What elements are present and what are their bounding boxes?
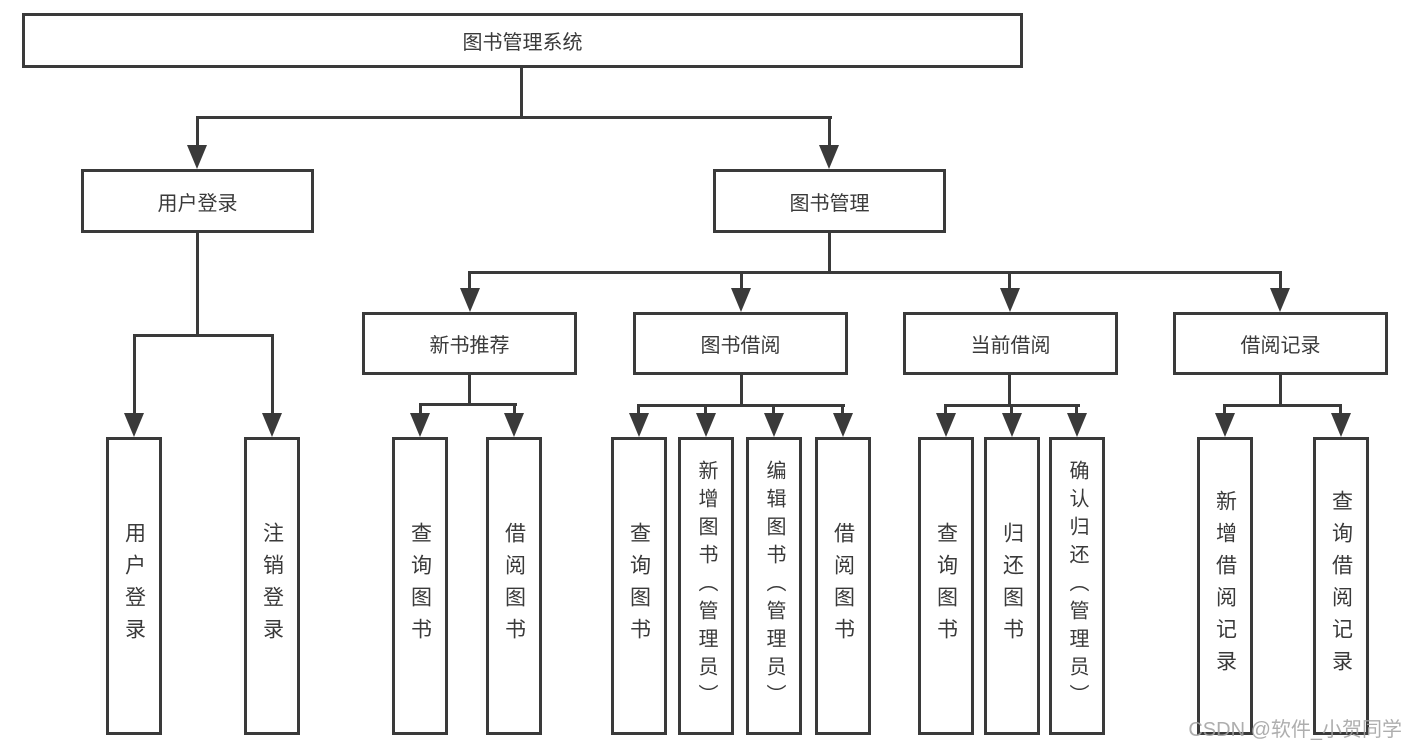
node-leaf-borrow-books-recommend: 借阅图书 [486,437,542,735]
connector-vline [1339,404,1342,417]
connector-vline [468,271,471,291]
arrowhead-down-icon [1000,288,1020,312]
node-leaf-logout: 注销登录 [244,437,300,735]
connector-vline [520,68,523,119]
node-label: 图书借阅 [700,335,781,357]
node-label: 查询借阅记录 [1329,490,1353,682]
connector-vline [1075,404,1078,417]
node-book-management: 图书管理 [713,169,946,233]
connector-vline [944,404,947,417]
node-label: 用户登录 [122,522,146,650]
node-label: 归还图书 [1000,522,1024,650]
node-label: 注销登录 [260,522,284,650]
connector-vline [196,233,199,336]
arrowhead-down-icon [936,413,956,437]
connector-vline [1223,404,1226,417]
connector-vline [1279,375,1282,406]
arrowhead-down-icon [187,145,207,169]
connector-vline [419,403,422,417]
node-label: 图书管理 [789,192,870,215]
node-leaf-query-borrow-record: 查询借阅记录 [1313,437,1369,735]
node-label: 编辑图书（管理员） [763,460,785,712]
arrowhead-down-icon [764,413,784,437]
connector-vline [704,404,707,417]
node-label: 确认归还（管理员） [1066,460,1088,712]
connector-hline [196,116,832,119]
node-leaf-add-books-admin: 新增图书（管理员） [678,437,734,735]
node-leaf-confirm-return-admin: 确认归还（管理员） [1049,437,1105,735]
arrowhead-down-icon [460,288,480,312]
node-label: 当前借阅 [970,335,1051,357]
arrowhead-down-icon [629,413,649,437]
connector-hline [468,271,1282,274]
arrowhead-down-icon [1215,413,1235,437]
connector-vline [468,375,471,406]
arrowhead-down-icon [819,145,839,169]
arrowhead-down-icon [262,413,282,437]
watermark: CSDN @软件_小贺同学 [1188,719,1402,741]
node-leaf-query-books-recommend: 查询图书 [392,437,448,735]
connector-vline [740,375,743,406]
node-label: 查询图书 [408,522,432,650]
node-borrow-record: 借阅记录 [1173,312,1388,375]
arrowhead-down-icon [1002,413,1022,437]
node-label: 查询图书 [627,522,651,650]
connector-vline [828,233,831,274]
arrowhead-down-icon [696,413,716,437]
arrowhead-down-icon [1270,288,1290,312]
connector-hline [637,404,845,407]
arrowhead-down-icon [1331,413,1351,437]
node-leaf-borrow-books: 借阅图书 [815,437,871,735]
node-label: 新增图书（管理员） [695,460,717,712]
connector-vline [513,403,516,417]
arrowhead-down-icon [124,413,144,437]
node-user-login: 用户登录 [81,169,314,233]
connector-vline [271,334,274,416]
connector-vline [841,404,844,417]
connector-vline [1010,404,1013,417]
node-leaf-return-books: 归还图书 [984,437,1040,735]
connector-vline [1008,375,1011,406]
arrowhead-down-icon [410,413,430,437]
node-new-book-recommend: 新书推荐 [362,312,577,375]
node-label: 用户登录 [157,192,238,215]
node-leaf-add-borrow-record: 新增借阅记录 [1197,437,1253,735]
arrowhead-down-icon [833,413,853,437]
connector-hline [419,403,517,406]
connector-vline [1279,271,1282,291]
node-label: 借阅图书 [502,522,526,650]
arrowhead-down-icon [731,288,751,312]
node-book-borrow: 图书借阅 [633,312,848,375]
node-library-system: 图书管理系统 [22,13,1023,68]
connector-vline [772,404,775,417]
node-label: 借阅图书 [831,522,855,650]
node-leaf-query-books: 查询图书 [611,437,667,735]
connector-vline [196,116,199,148]
node-current-borrow: 当前借阅 [903,312,1118,375]
arrowhead-down-icon [504,413,524,437]
node-leaf-query-books-current: 查询图书 [918,437,974,735]
connector-vline [637,404,640,417]
connector-hline [133,334,274,337]
connector-vline [740,271,743,291]
arrowhead-down-icon [1067,413,1087,437]
connector-vline [828,116,831,148]
node-label: 新增借阅记录 [1213,490,1237,682]
node-leaf-user-login: 用户登录 [106,437,162,735]
node-label: 图书管理系统 [462,32,583,54]
node-label: 查询图书 [934,522,958,650]
node-leaf-edit-books-admin: 编辑图书（管理员） [746,437,802,735]
node-label: 借阅记录 [1240,335,1321,357]
connector-vline [133,334,136,416]
connector-hline [1223,404,1342,407]
node-label: 新书推荐 [429,335,510,357]
connector-vline [1008,271,1011,291]
